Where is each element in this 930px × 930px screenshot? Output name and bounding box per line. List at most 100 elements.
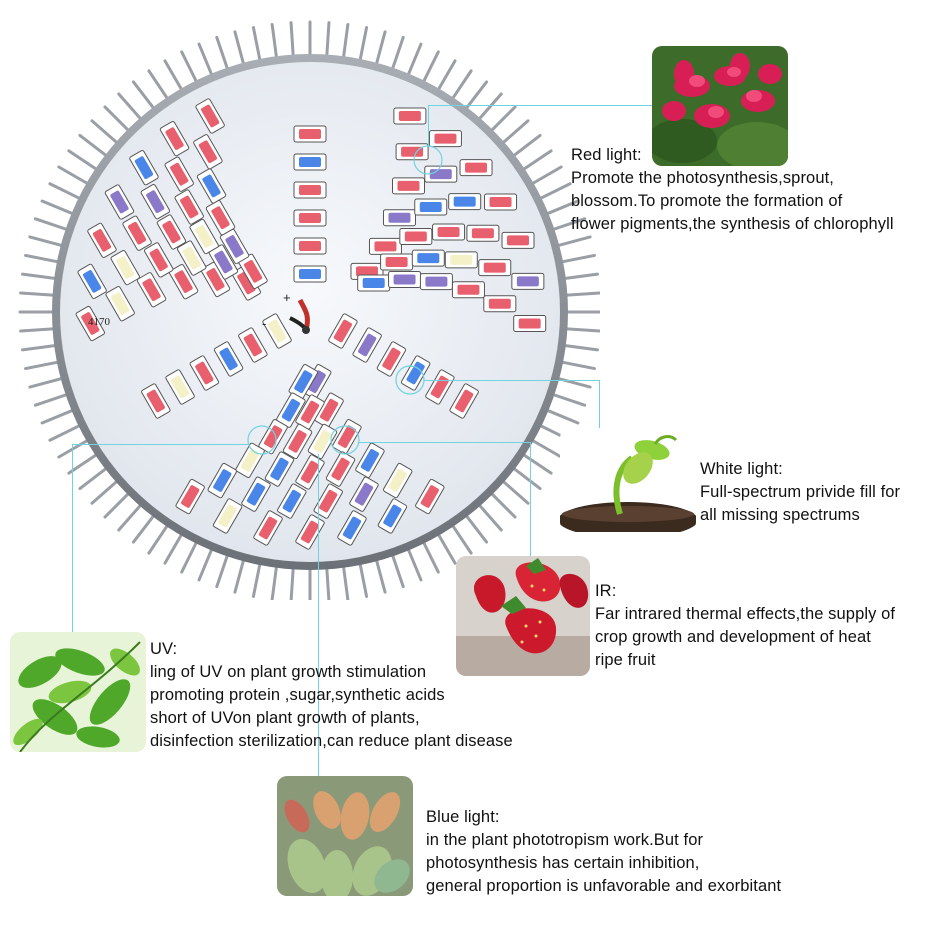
led-chip: [419, 273, 453, 291]
led-chip: [314, 392, 344, 428]
heat-sink-fin: [215, 35, 231, 75]
led-chip: [513, 315, 547, 333]
heat-sink-fin: [289, 21, 296, 63]
led-chip: [175, 478, 205, 515]
led-chip: [196, 168, 227, 204]
led-chip: [264, 451, 295, 487]
led-chip: [177, 240, 207, 276]
led-chip: [393, 107, 427, 125]
heat-sink-fin: [341, 560, 350, 600]
led-chip: [168, 264, 199, 300]
led-chip: [352, 327, 382, 363]
heat-sink-fin: [474, 92, 503, 125]
led-chip: [449, 383, 479, 419]
heat-sink-fin: [373, 30, 387, 71]
heat-sink-fin: [251, 26, 263, 67]
led-chip: [189, 355, 220, 391]
heat-sink-fin: [270, 560, 279, 600]
heat-sink-fin: [103, 488, 134, 519]
board-label: 4170: [88, 316, 111, 328]
heat-sink-fin: [103, 105, 134, 136]
heat-sink-fin: [404, 543, 423, 582]
heat-sink-fin: [24, 253, 65, 265]
led-chip: [77, 263, 107, 300]
red-light-line: flower pigments,the synthesis of chlorop…: [571, 215, 894, 233]
heat-sink-fin: [547, 391, 587, 407]
led-chip: [332, 419, 362, 455]
heat-sink-fin: [508, 463, 542, 491]
heat-sink-fin: [163, 528, 186, 565]
heat-sink-fin: [40, 406, 79, 425]
led-chip: [511, 272, 545, 290]
led-chip: [399, 228, 433, 246]
heat-sink-fin: [558, 272, 600, 281]
led-chip: [325, 451, 356, 487]
heat-sink-fin: [20, 343, 62, 352]
led-chip: [174, 189, 204, 225]
led-chip: [253, 510, 283, 546]
led-chip: [484, 193, 518, 211]
heat-sink-fin: [33, 217, 73, 233]
led-chip: [165, 369, 195, 405]
heat-sink-fin: [555, 253, 596, 265]
heat-sink-fin: [251, 557, 263, 598]
heat-sink-fin: [28, 235, 69, 249]
heat-sink-fin: [147, 69, 172, 104]
led-chip: [156, 214, 187, 250]
led-chip: [444, 251, 478, 269]
led-chip: [451, 281, 485, 299]
uv-line: promoting protein ,sugar,synthetic acids: [150, 686, 445, 704]
heat-sink-fin: [389, 35, 405, 75]
led-grow-lamp: + - 4170: [18, 20, 600, 600]
led-chip: [262, 313, 292, 349]
led-chip: [200, 261, 231, 298]
white-light-line: Full-spectrum privide fill for: [700, 483, 901, 501]
ir-description: IR: Far intrared thermal effects,the sup…: [595, 580, 895, 672]
uv-line: disinfection sterilization,can reduce pl…: [150, 732, 513, 750]
heat-sink-fin: [180, 536, 201, 574]
heat-sink-fin: [163, 59, 186, 96]
led-chip: [293, 265, 327, 283]
led-chip: [415, 478, 445, 515]
heat-sink-fin: [518, 149, 553, 174]
led-chip: [189, 218, 219, 255]
led-chip: [282, 423, 313, 460]
led-chip: [219, 228, 250, 265]
leader-line-uv-v: [72, 444, 73, 634]
led-chip: [432, 223, 466, 241]
led-chip: [110, 250, 140, 286]
led-chip: [355, 442, 385, 478]
ir-title: IR:: [595, 582, 617, 600]
heat-sink-fin: [40, 199, 79, 218]
leader-line-red-h: [428, 105, 652, 106]
heat-sink-fin: [20, 272, 62, 281]
heat-sink-fin: [518, 450, 553, 475]
heat-sink-fin: [357, 557, 369, 598]
led-chip: [425, 369, 455, 405]
heat-sink-fin: [48, 421, 86, 442]
led-chip: [383, 462, 413, 499]
heat-sink-fin: [373, 553, 387, 594]
uv-description: UV: ling of UV on plant growth stimulati…: [150, 638, 513, 753]
led-chip: [328, 313, 358, 349]
heat-sink-fin: [197, 543, 216, 582]
heat-sink-fin: [547, 217, 587, 233]
blue-light-line: in the plant phototropism work.But for: [426, 831, 704, 849]
led-chip: [213, 341, 244, 377]
heat-sink-fin: [434, 528, 457, 565]
led-chip: [193, 134, 223, 170]
heat-sink-fin: [419, 50, 440, 88]
led-chip: [357, 274, 391, 292]
leader-line-ir-h: [358, 442, 530, 443]
led-chip: [483, 295, 517, 313]
heat-sink-fin: [90, 119, 123, 148]
ir-line: Far intrared thermal effects,the supply …: [595, 605, 896, 623]
led-chip: [459, 159, 493, 177]
heat-sink-fin: [559, 291, 600, 298]
blue-light-line: general proportion is unfavorable and ex…: [426, 877, 782, 895]
heat-sink-fin: [551, 235, 592, 249]
led-chip: [337, 510, 367, 546]
led-chip: [349, 476, 379, 512]
led-chip: [258, 419, 288, 455]
heat-sink-fin: [558, 343, 600, 352]
